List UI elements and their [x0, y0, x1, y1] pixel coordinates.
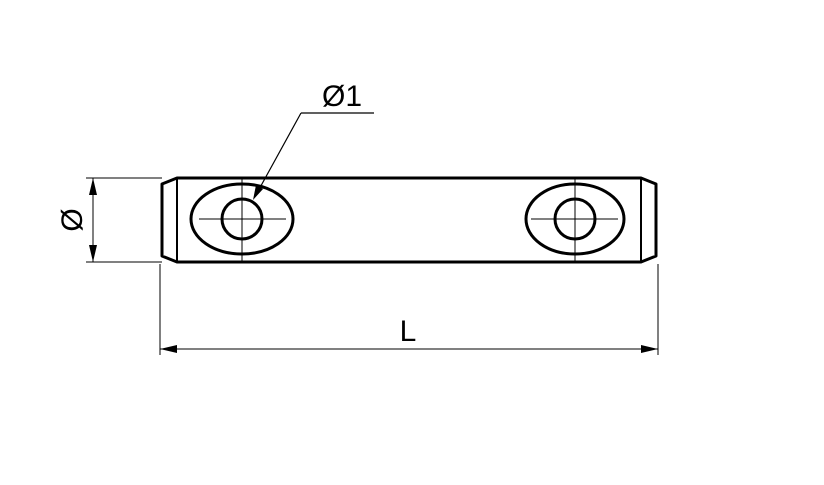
pin-outline: [160, 176, 658, 264]
right-cross-hole: [524, 178, 626, 262]
diameter-arrow-top: [89, 178, 97, 195]
hole-diameter-leader: [253, 112, 374, 200]
leader-arrowhead: [253, 185, 263, 200]
length-arrow-left: [160, 345, 177, 353]
left-cross-hole: [189, 178, 295, 262]
length-arrow-right: [641, 345, 658, 353]
pin-diameter-label: Ø: [56, 208, 89, 231]
length-dimension: [159, 264, 659, 355]
pin-diameter-dimension: [86, 177, 162, 263]
length-label: L: [400, 315, 417, 348]
diameter-arrow-bottom: [89, 245, 97, 262]
hole-diameter-label: Ø1: [322, 80, 362, 113]
pin-body: [160, 176, 658, 264]
leader-line: [256, 112, 302, 194]
